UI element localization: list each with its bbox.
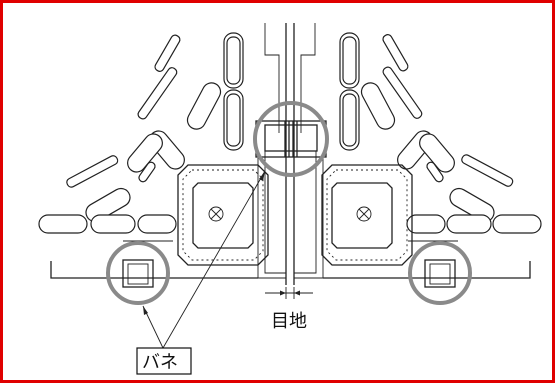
joint-dimension-marker (265, 287, 313, 299)
right-spring-block (424, 259, 456, 288)
spring-label-box (136, 347, 192, 375)
right-box-unit (294, 151, 413, 279)
joint-gap-lines (264, 23, 316, 285)
joint-label: 目地 (271, 311, 307, 332)
left-spring-highlight (106, 241, 170, 305)
spring-label: バネ (142, 352, 178, 373)
spring-leader-lines (142, 170, 266, 349)
left-spring-block (122, 259, 154, 288)
structure-drawing: 目地 バネ (38, 23, 542, 375)
right-spring-highlight (408, 241, 472, 305)
base-frame-lines (50, 240, 531, 279)
top-spring-block (255, 120, 327, 158)
right-segment-capsules (339, 32, 542, 234)
top-spring-highlight (253, 101, 329, 177)
left-segment-capsules (38, 32, 244, 234)
